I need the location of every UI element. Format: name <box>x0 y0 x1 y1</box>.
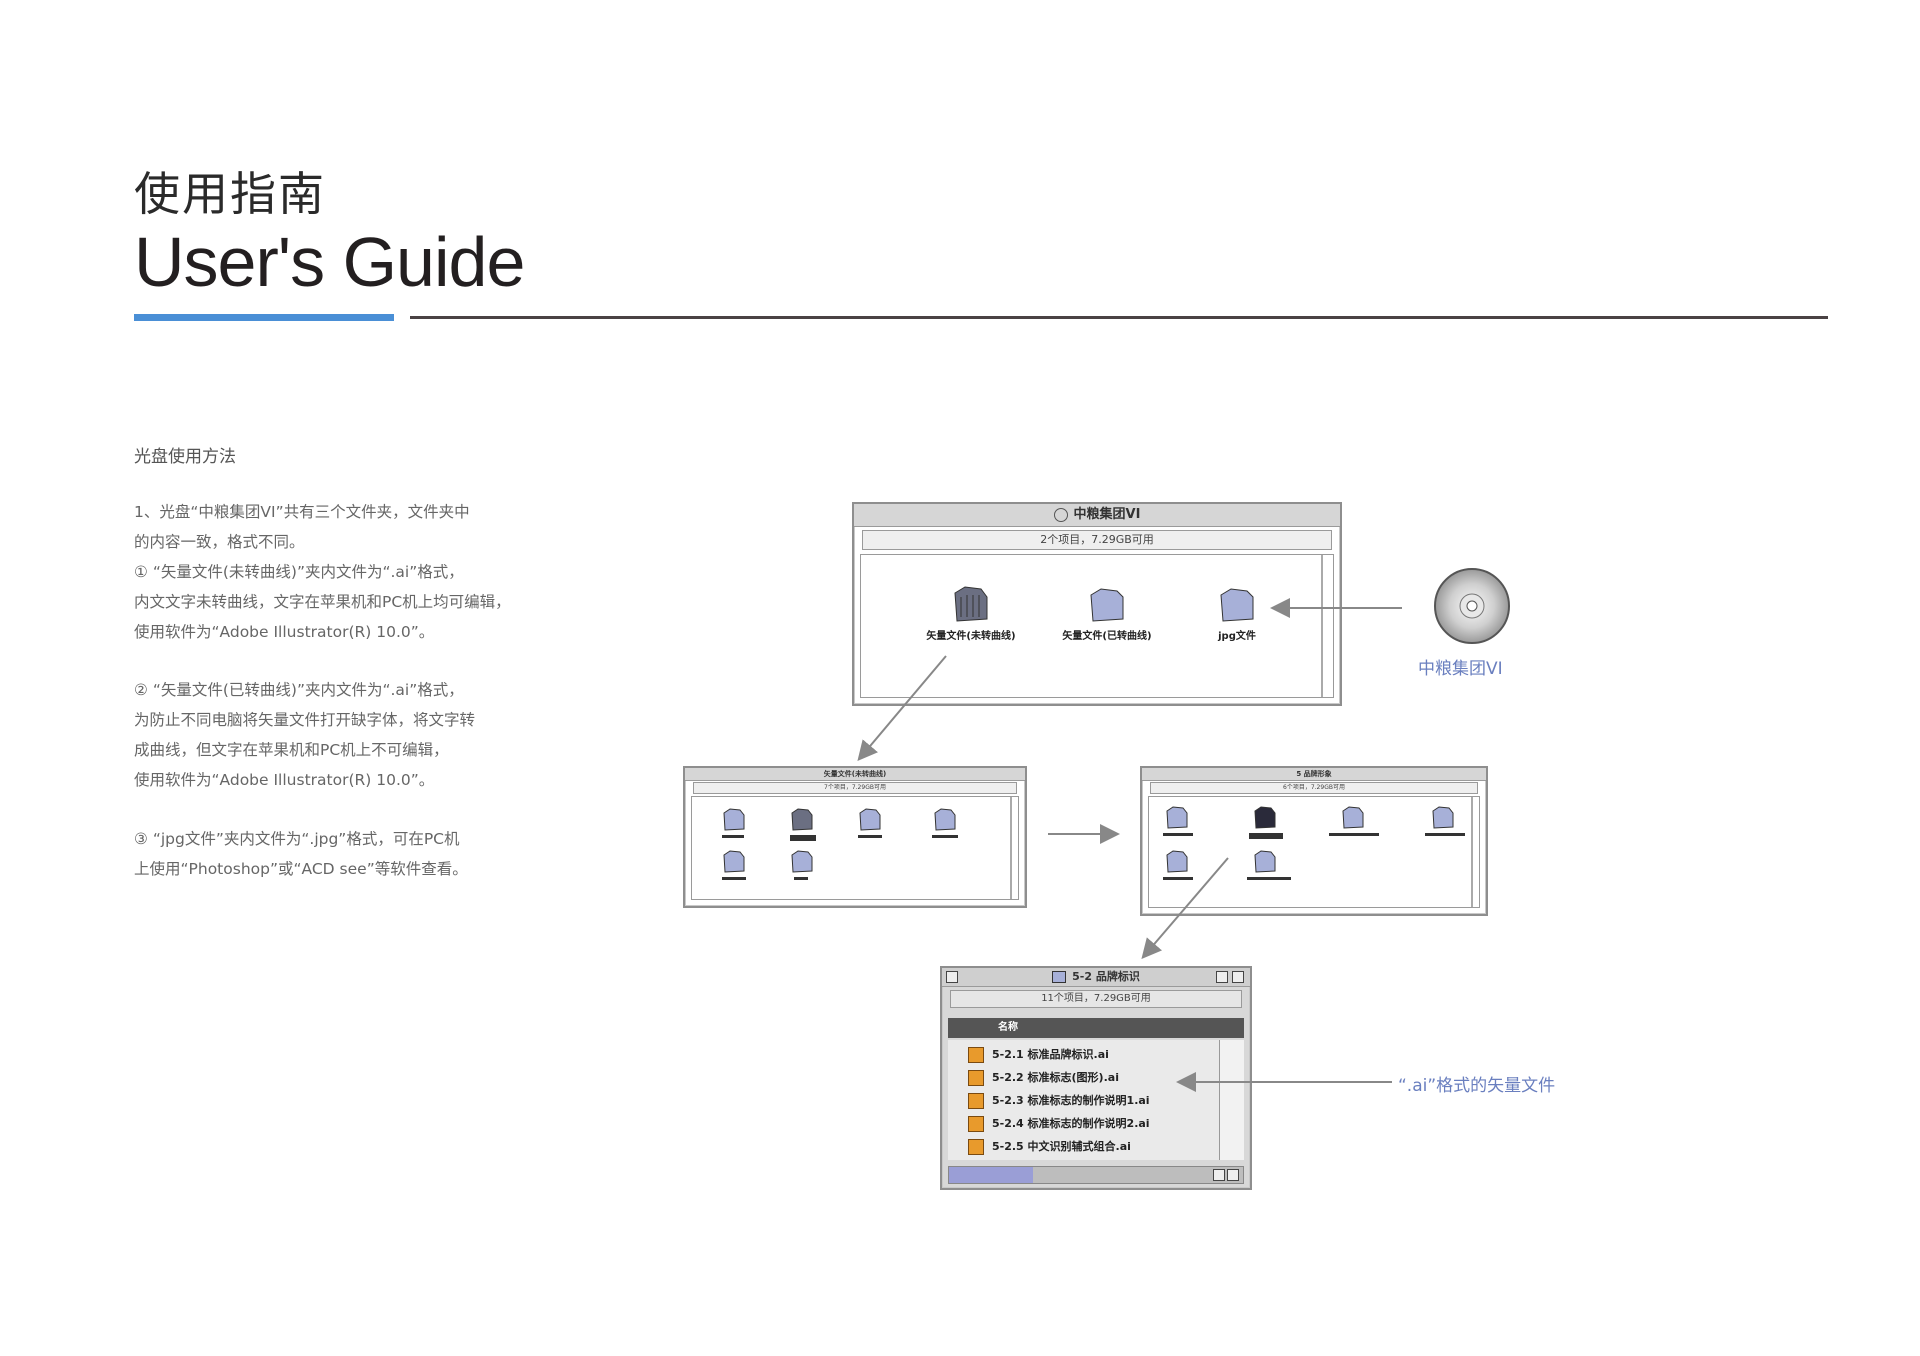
text-line: 1、光盘“中粮集团VI”共有三个文件夹，文件夹中 <box>134 503 470 521</box>
window-title: 矢量文件(未转曲线) <box>685 768 1025 781</box>
window-titlebar[interactable]: 中粮集团VI <box>854 504 1340 527</box>
ai-file-icon <box>968 1093 984 1109</box>
paragraph-1: 1、光盘“中粮集团VI”共有三个文件夹，文件夹中 的内容一致，格式不同。 ① “… <box>134 497 564 647</box>
scrollbar[interactable] <box>1010 797 1012 899</box>
folder-icon <box>1090 588 1124 622</box>
accent-rule <box>134 314 394 321</box>
window-bottom[interactable]: 5-2 品牌标识 11个项目，7.29GB可用 名称 5-2.1 标准品牌标识.… <box>940 966 1252 1190</box>
page-title-en: User's Guide <box>134 223 525 301</box>
close-box-icon[interactable] <box>946 971 958 983</box>
ai-file-icon <box>968 1116 984 1132</box>
text-line: 的内容一致，格式不同。 <box>134 533 305 551</box>
arrow-right-to-bottom <box>1141 857 1229 960</box>
scrollbar[interactable] <box>1321 555 1323 697</box>
window-title: 中粮集团VI <box>1073 507 1141 522</box>
window-status: 6个项目，7.29GB可用 <box>1150 782 1478 794</box>
window-body <box>1148 796 1480 908</box>
paragraph-2: ② “矢量文件(已转曲线)”夹内文件为“.ai”格式， 为防止不同电脑将矢量文件… <box>134 675 564 795</box>
text-line: 上使用“Photoshop”或“ACD see”等软件查看。 <box>134 860 468 878</box>
ai-file-icon <box>968 1047 984 1063</box>
divider-rule <box>410 316 1828 319</box>
list-item[interactable]: 5-2.3 标准标志的制作说明1.ai <box>968 1092 1204 1114</box>
list-item[interactable]: 5-2.2 标准标志(图形).ai <box>968 1069 1204 1091</box>
text-line: 成曲线，但文字在苹果机和PC机上不可编辑， <box>134 741 449 759</box>
folder-icon <box>1220 588 1254 622</box>
column-name: 名称 <box>998 1022 1018 1033</box>
scrollbar[interactable] <box>1471 797 1473 907</box>
folder-jpg[interactable]: jpg文件 <box>1217 583 1257 642</box>
folder-dark-icon <box>954 586 988 622</box>
paragraph-3: ③ “jpg文件”夹内文件为“.jpg”格式，可在PC机 上使用“Photosh… <box>134 824 564 884</box>
text-line: 使用软件为“Adobe Illustrator(R) 10.0”。 <box>134 771 435 789</box>
arrow-main-to-left <box>857 655 947 762</box>
page-title-cn: 使用指南 <box>134 167 326 221</box>
window-title: 5-2 品牌标识 <box>1072 970 1140 983</box>
text-line: ③ “jpg文件”夹内文件为“.jpg”格式，可在PC机 <box>134 830 460 848</box>
horizontal-scrollbar[interactable] <box>948 1166 1244 1184</box>
scroll-left-icon[interactable] <box>1213 1169 1225 1181</box>
section-heading: 光盘使用方法 <box>134 447 236 467</box>
window-left[interactable]: 矢量文件(未转曲线) 7个项目，7.29GB可用 <box>683 766 1027 908</box>
scroll-right-icon[interactable] <box>1227 1169 1239 1181</box>
vertical-scrollbar[interactable] <box>1219 1040 1244 1160</box>
folder-grid-icons <box>722 808 958 880</box>
file-name: 5-2.2 标准标志(图形).ai <box>992 1071 1119 1084</box>
text-line: 内文文字未转曲线，文字在苹果机和PC机上均可编辑， <box>134 593 511 611</box>
list-item[interactable]: 5-2.1 标准品牌标识.ai <box>968 1046 1204 1068</box>
text-line: ② “矢量文件(已转曲线)”夹内文件为“.ai”格式， <box>134 681 464 699</box>
list-item[interactable]: 5-2.5 中文识别辅式组合.ai <box>968 1138 1204 1160</box>
ai-file-icon <box>968 1070 984 1086</box>
file-name: 5-2.5 中文识别辅式组合.ai <box>992 1140 1131 1153</box>
folder-small-icon <box>1052 971 1067 983</box>
window-status: 7个项目，7.29GB可用 <box>693 782 1017 794</box>
cd-disc-icon[interactable] <box>1432 566 1512 646</box>
window-status: 11个项目，7.29GB可用 <box>950 990 1242 1008</box>
ai-file-icon <box>968 1139 984 1155</box>
file-name: 5-2.1 标准品牌标识.ai <box>992 1048 1109 1061</box>
cd-label: 中粮集团VI <box>1418 659 1503 679</box>
folder-vector-curves[interactable]: 矢量文件(已转曲线) <box>1062 583 1152 642</box>
window-titlebar[interactable]: 5-2 品牌标识 <box>942 968 1250 987</box>
text-line: 使用软件为“Adobe Illustrator(R) 10.0”。 <box>134 623 435 641</box>
text-line: ① “矢量文件(未转曲线)”夹内文件为“.ai”格式， <box>134 563 464 581</box>
disc-small-icon <box>1053 507 1068 522</box>
folder-label: jpg文件 <box>1218 631 1256 642</box>
list-item[interactable]: 5-2.4 标准标志的制作说明2.ai <box>968 1115 1204 1137</box>
file-name: 5-2.3 标准标志的制作说明1.ai <box>992 1094 1150 1107</box>
window-title: 5 品牌形象 <box>1142 768 1486 781</box>
zoom-box-icon[interactable] <box>1216 971 1228 983</box>
folder-label: 矢量文件(已转曲线) <box>1062 631 1152 642</box>
file-list: 5-2.1 标准品牌标识.ai 5-2.2 标准标志(图形).ai 5-2.3 … <box>948 1040 1244 1160</box>
window-body: 矢量文件(未转曲线) 矢量文件(已转曲线) jpg文件 <box>860 554 1334 698</box>
scroll-thumb[interactable] <box>949 1167 1033 1183</box>
collapse-box-icon[interactable] <box>1232 971 1244 983</box>
window-right[interactable]: 5 品牌形象 6个项目，7.29GB可用 <box>1140 766 1488 916</box>
column-header[interactable]: 名称 <box>948 1018 1244 1038</box>
text-line: 为防止不同电脑将矢量文件打开缺字体，将文字转 <box>134 711 476 729</box>
window-status: 2个项目，7.29GB可用 <box>862 530 1332 550</box>
file-name: 5-2.4 标准标志的制作说明2.ai <box>992 1117 1150 1130</box>
folder-vector-outline[interactable]: 矢量文件(未转曲线) <box>926 583 1016 642</box>
folder-label: 矢量文件(未转曲线) <box>926 631 1016 642</box>
folder-grid-icons <box>1163 806 1465 880</box>
window-body <box>691 796 1019 900</box>
callout-text: “.ai”格式的矢量文件 <box>1398 1076 1556 1096</box>
